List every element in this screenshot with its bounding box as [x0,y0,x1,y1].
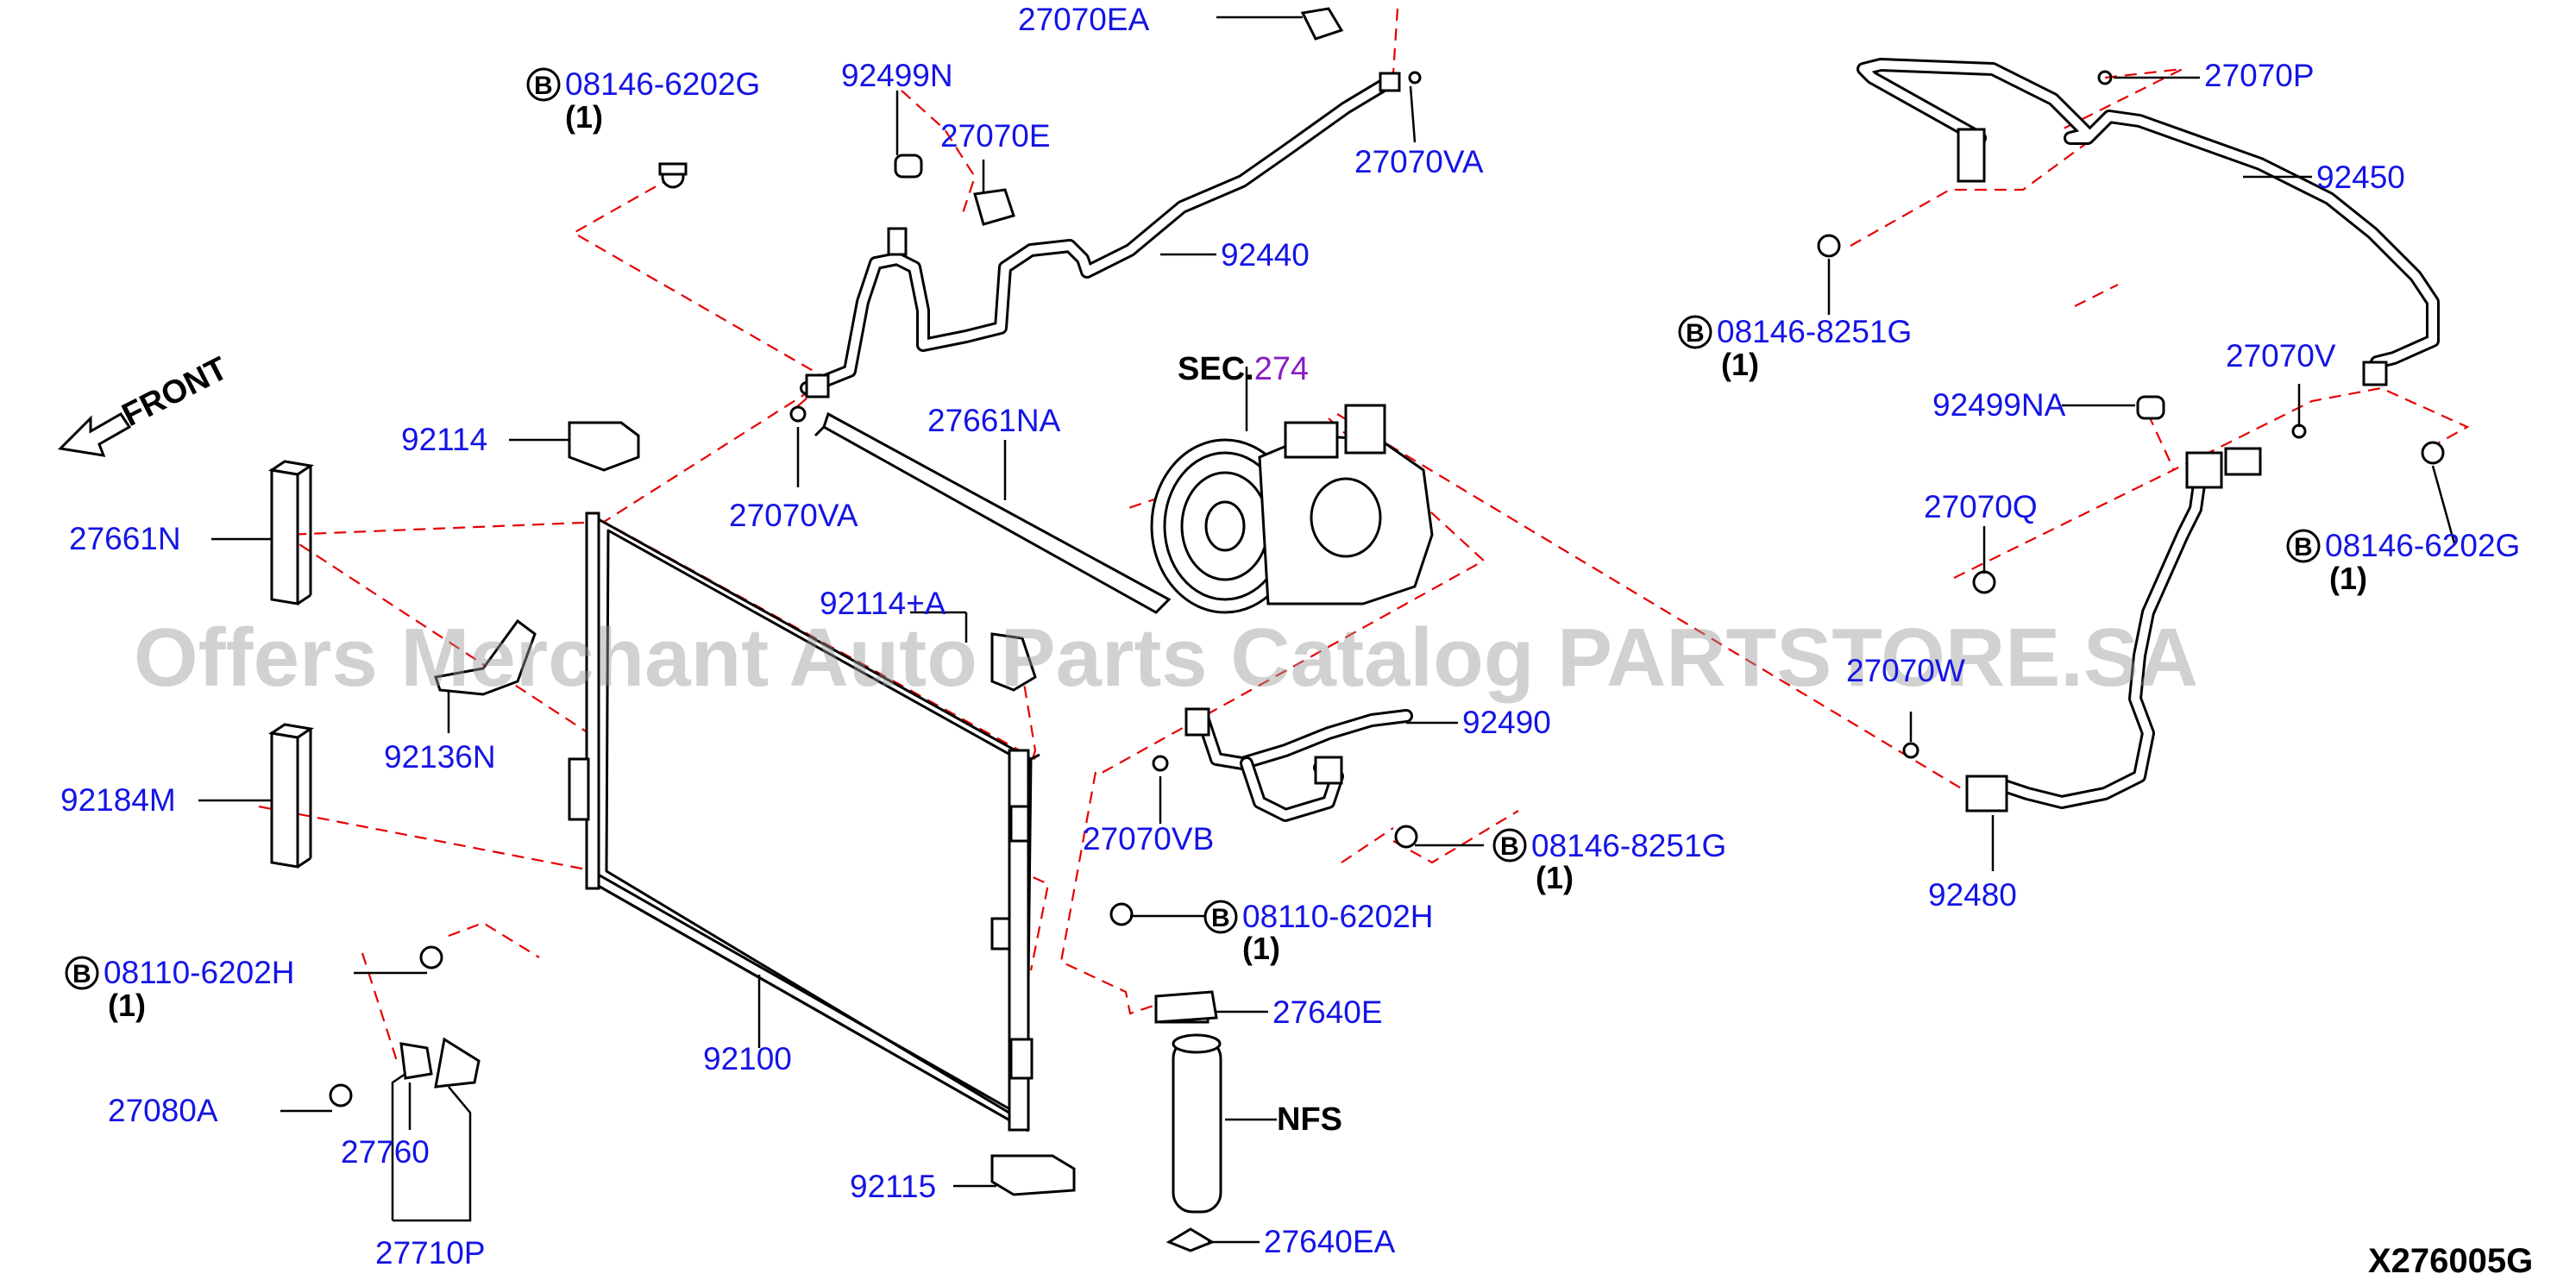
label-92114A[interactable]: 92114+A [820,586,946,621]
receiver-drier [1159,999,1222,1252]
qty-08110-6202H-left: (1) [108,988,146,1023]
watermark-text: Offers Merchant Auto Parts Catalog PARTS… [134,612,2198,704]
section-number: 274 [1254,351,1309,387]
label-08110-6202H-left[interactable]: 08110-6202H [104,955,295,990]
label-92100[interactable]: 92100 [703,1041,792,1076]
nfs-label: NFS [1277,1101,1342,1138]
part-labels: 27070EA B 08146-6202G (1) 92499N 27070E … [60,2,2533,1280]
condenser [568,511,1040,1133]
label-27080A[interactable]: 27080A [108,1093,218,1128]
label-27070Q[interactable]: 27070Q [1924,489,2038,524]
label-92499N[interactable]: 92499N [841,58,953,93]
label-92115[interactable]: 92115 [850,1169,936,1204]
label-92440[interactable]: 92440 [1221,237,1310,273]
diagram-reference: X276005G [2368,1242,2533,1280]
label-27640EA[interactable]: 27640EA [1264,1224,1396,1259]
svg-text:B: B [1211,904,1230,932]
label-92184M[interactable]: 92184M [60,782,176,818]
seal-strips [268,411,1172,869]
label-08146-6202G-top[interactable]: 08146-6202G [565,66,760,102]
label-27661NA[interactable]: 27661NA [927,403,1061,438]
label-08146-8251G-top[interactable]: 08146-8251G [1717,314,1912,349]
label-27070W[interactable]: 27070W [1846,653,1965,688]
svg-text:B: B [1500,832,1519,861]
label-27070VA-top[interactable]: 27070VA [1354,144,1484,179]
label-92114[interactable]: 92114 [401,422,487,457]
label-92480[interactable]: 92480 [1928,877,2017,913]
label-27070VB[interactable]: 27070VB [1083,821,1214,856]
front-arrow: FRONT [57,350,234,457]
label-27070V[interactable]: 27070V [2226,338,2336,373]
label-08110-6202H-mid[interactable]: 08110-6202H [1242,899,1434,934]
pipe-92450 [1857,58,2440,386]
svg-text:B: B [534,72,553,100]
label-27760[interactable]: 27760 [341,1134,430,1170]
label-27070E[interactable]: 27070E [940,118,1051,154]
bolt-marker-left: B [65,956,99,990]
pipe-92490 [1184,707,1413,822]
leader-lines [198,16,2456,1244]
label-27070P[interactable]: 27070P [2204,58,2315,93]
qty-08146-6202G-top: (1) [565,99,603,135]
label-27070EA[interactable]: 27070EA [1018,2,1150,37]
pipe-92480 [1965,447,2262,813]
svg-text:B: B [2294,533,2313,562]
qty-08146-8251G-mid: (1) [1536,860,1574,895]
label-27661N[interactable]: 27661N [69,521,181,556]
qty-08146-6202G-right: (1) [2329,561,2367,596]
qty-08110-6202H-mid: (1) [1242,931,1280,966]
qty-08146-8251G-top: (1) [1721,347,1759,382]
svg-text:B: B [72,960,91,988]
compressor [1150,404,1434,614]
label-27640E[interactable]: 27640E [1272,995,1383,1030]
label-08146-6202G-right[interactable]: 08146-6202G [2325,528,2520,563]
bolt-marker-mid-right: B [1492,828,1527,863]
front-label: FRONT [116,350,234,434]
bolt-marker-top-left: B [526,67,561,102]
label-08146-8251G-mid[interactable]: 08146-8251G [1531,828,1726,863]
small-parts [329,7,2445,1196]
label-92450[interactable]: 92450 [2316,160,2405,195]
svg-text:B: B [1686,319,1705,348]
label-92490[interactable]: 92490 [1462,705,1551,740]
bolt-marker-top-right: B [1678,315,1712,349]
bolt-marker-mid: B [1203,900,1238,934]
label-92136N[interactable]: 92136N [384,739,496,775]
label-27070VA-mid[interactable]: 27070VA [729,498,858,533]
pipe-92440 [800,72,1401,398]
label-92499NA[interactable]: 92499NA [1932,387,2066,423]
bolt-marker-right: B [2286,529,2321,563]
label-27710P[interactable]: 27710P [375,1235,486,1271]
section-prefix[interactable]: SEC.274 [1178,351,1309,387]
